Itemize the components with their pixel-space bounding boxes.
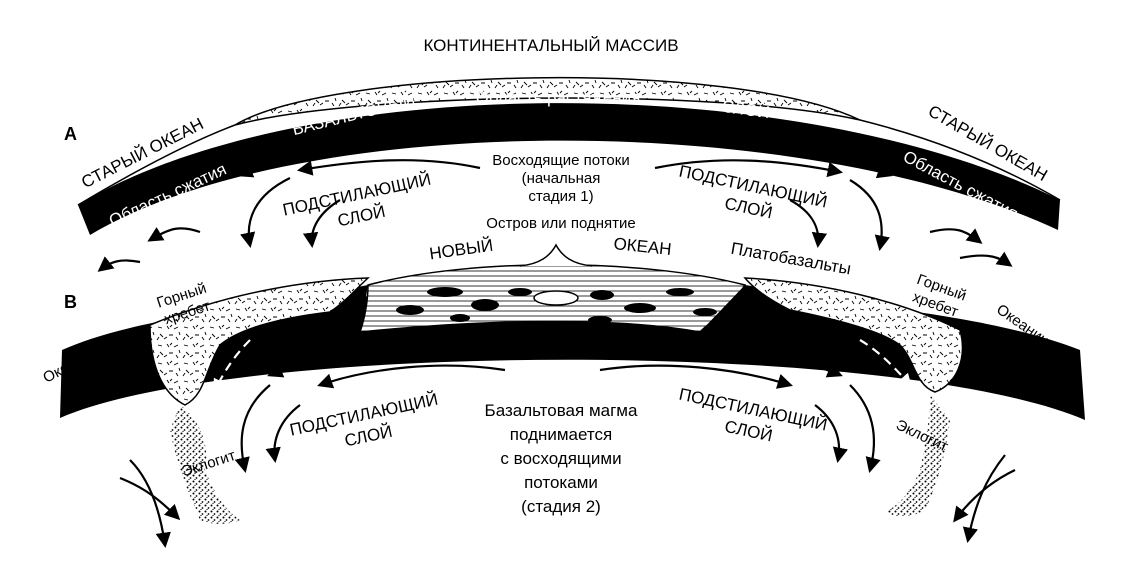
flow-arrow-b-3 (317, 364, 506, 389)
flow-arrow-b-10 (962, 454, 1006, 544)
magma-label-line-2: поднимается (510, 425, 612, 444)
magma-label-line-4: потоками (524, 473, 598, 492)
magma-label-line-3: с восходящими (500, 449, 621, 468)
flow-arrow-a-5 (240, 177, 291, 249)
flow-arrow-b-1 (267, 342, 501, 378)
eclogite-right-zone (885, 395, 950, 517)
flow-arrow-a-9 (147, 227, 201, 242)
flow-arrow-b-12 (953, 469, 1016, 523)
flow-arrow-b-11 (119, 476, 181, 521)
flow-arrow-b-2 (609, 342, 843, 378)
eclogite-left-zone (170, 405, 240, 524)
flow-arrow-b-7 (265, 404, 301, 464)
ocean-label: ОКЕАН (613, 234, 673, 259)
island-bump (519, 243, 593, 267)
new-label: НОВЫЙ (428, 236, 494, 264)
flow-arrow-b-5 (234, 384, 271, 473)
flow-arrow-a-8 (789, 199, 828, 249)
diagram-b: В Остров или поднятие НОВЫЙ ОКЕАН Платоб… (40, 215, 1085, 549)
flow-arrow-a-2 (609, 137, 893, 179)
flow-arrow-b-16 (859, 339, 912, 387)
flow-arrow-a-6 (849, 179, 890, 252)
diagram-a: А КОНТИНЕНТАЛЬНЫЙ МАССИВ Область растяже… (64, 36, 1061, 272)
flow-arrow-a-12 (959, 251, 1013, 267)
continental-massif-label: КОНТИНЕНТАЛЬНЫЙ МАССИВ (423, 36, 678, 55)
flow-arrow-a-10 (929, 228, 983, 244)
continent-right (743, 277, 964, 393)
upwelling-label-line-2: (начальная (522, 170, 601, 187)
flow-arrow-a-3 (296, 159, 481, 176)
flow-arrow-b-4 (599, 364, 793, 389)
magma-label-line-5: (стадия 2) (521, 497, 601, 516)
flow-arrow-b-15 (213, 339, 251, 393)
flow-arrow-a-4 (654, 159, 844, 178)
lithosphere-band-a (78, 103, 1060, 236)
plateau-basalts-label: Платобазальты (729, 239, 852, 279)
flow-arrow-b-13 (119, 415, 171, 429)
plateau-basalt-right (700, 285, 860, 338)
flow-arrow-b-14 (965, 406, 1021, 420)
magma-chamber (533, 290, 579, 306)
flow-arrow-a-11 (97, 256, 141, 272)
flow-arrow-b-6 (849, 384, 881, 473)
island-label: Остров или поднятие (486, 215, 635, 232)
section-tag-a: А (64, 124, 77, 144)
magma-label-line-1: Базальтовая магма (485, 401, 638, 420)
continent-left (149, 277, 370, 406)
flow-arrow-b-8 (814, 404, 848, 464)
new-ocean-blobs (396, 287, 717, 324)
section-tag-b: В (64, 292, 77, 312)
flow-arrow-a-1 (237, 137, 521, 178)
upwelling-label-line-3: стадия 1) (528, 188, 593, 205)
extension-zone-label: Область растяжения (476, 88, 641, 107)
flow-arrow-a-7 (302, 199, 341, 249)
upwelling-label-line-1: Восходящие потоки (492, 152, 629, 169)
